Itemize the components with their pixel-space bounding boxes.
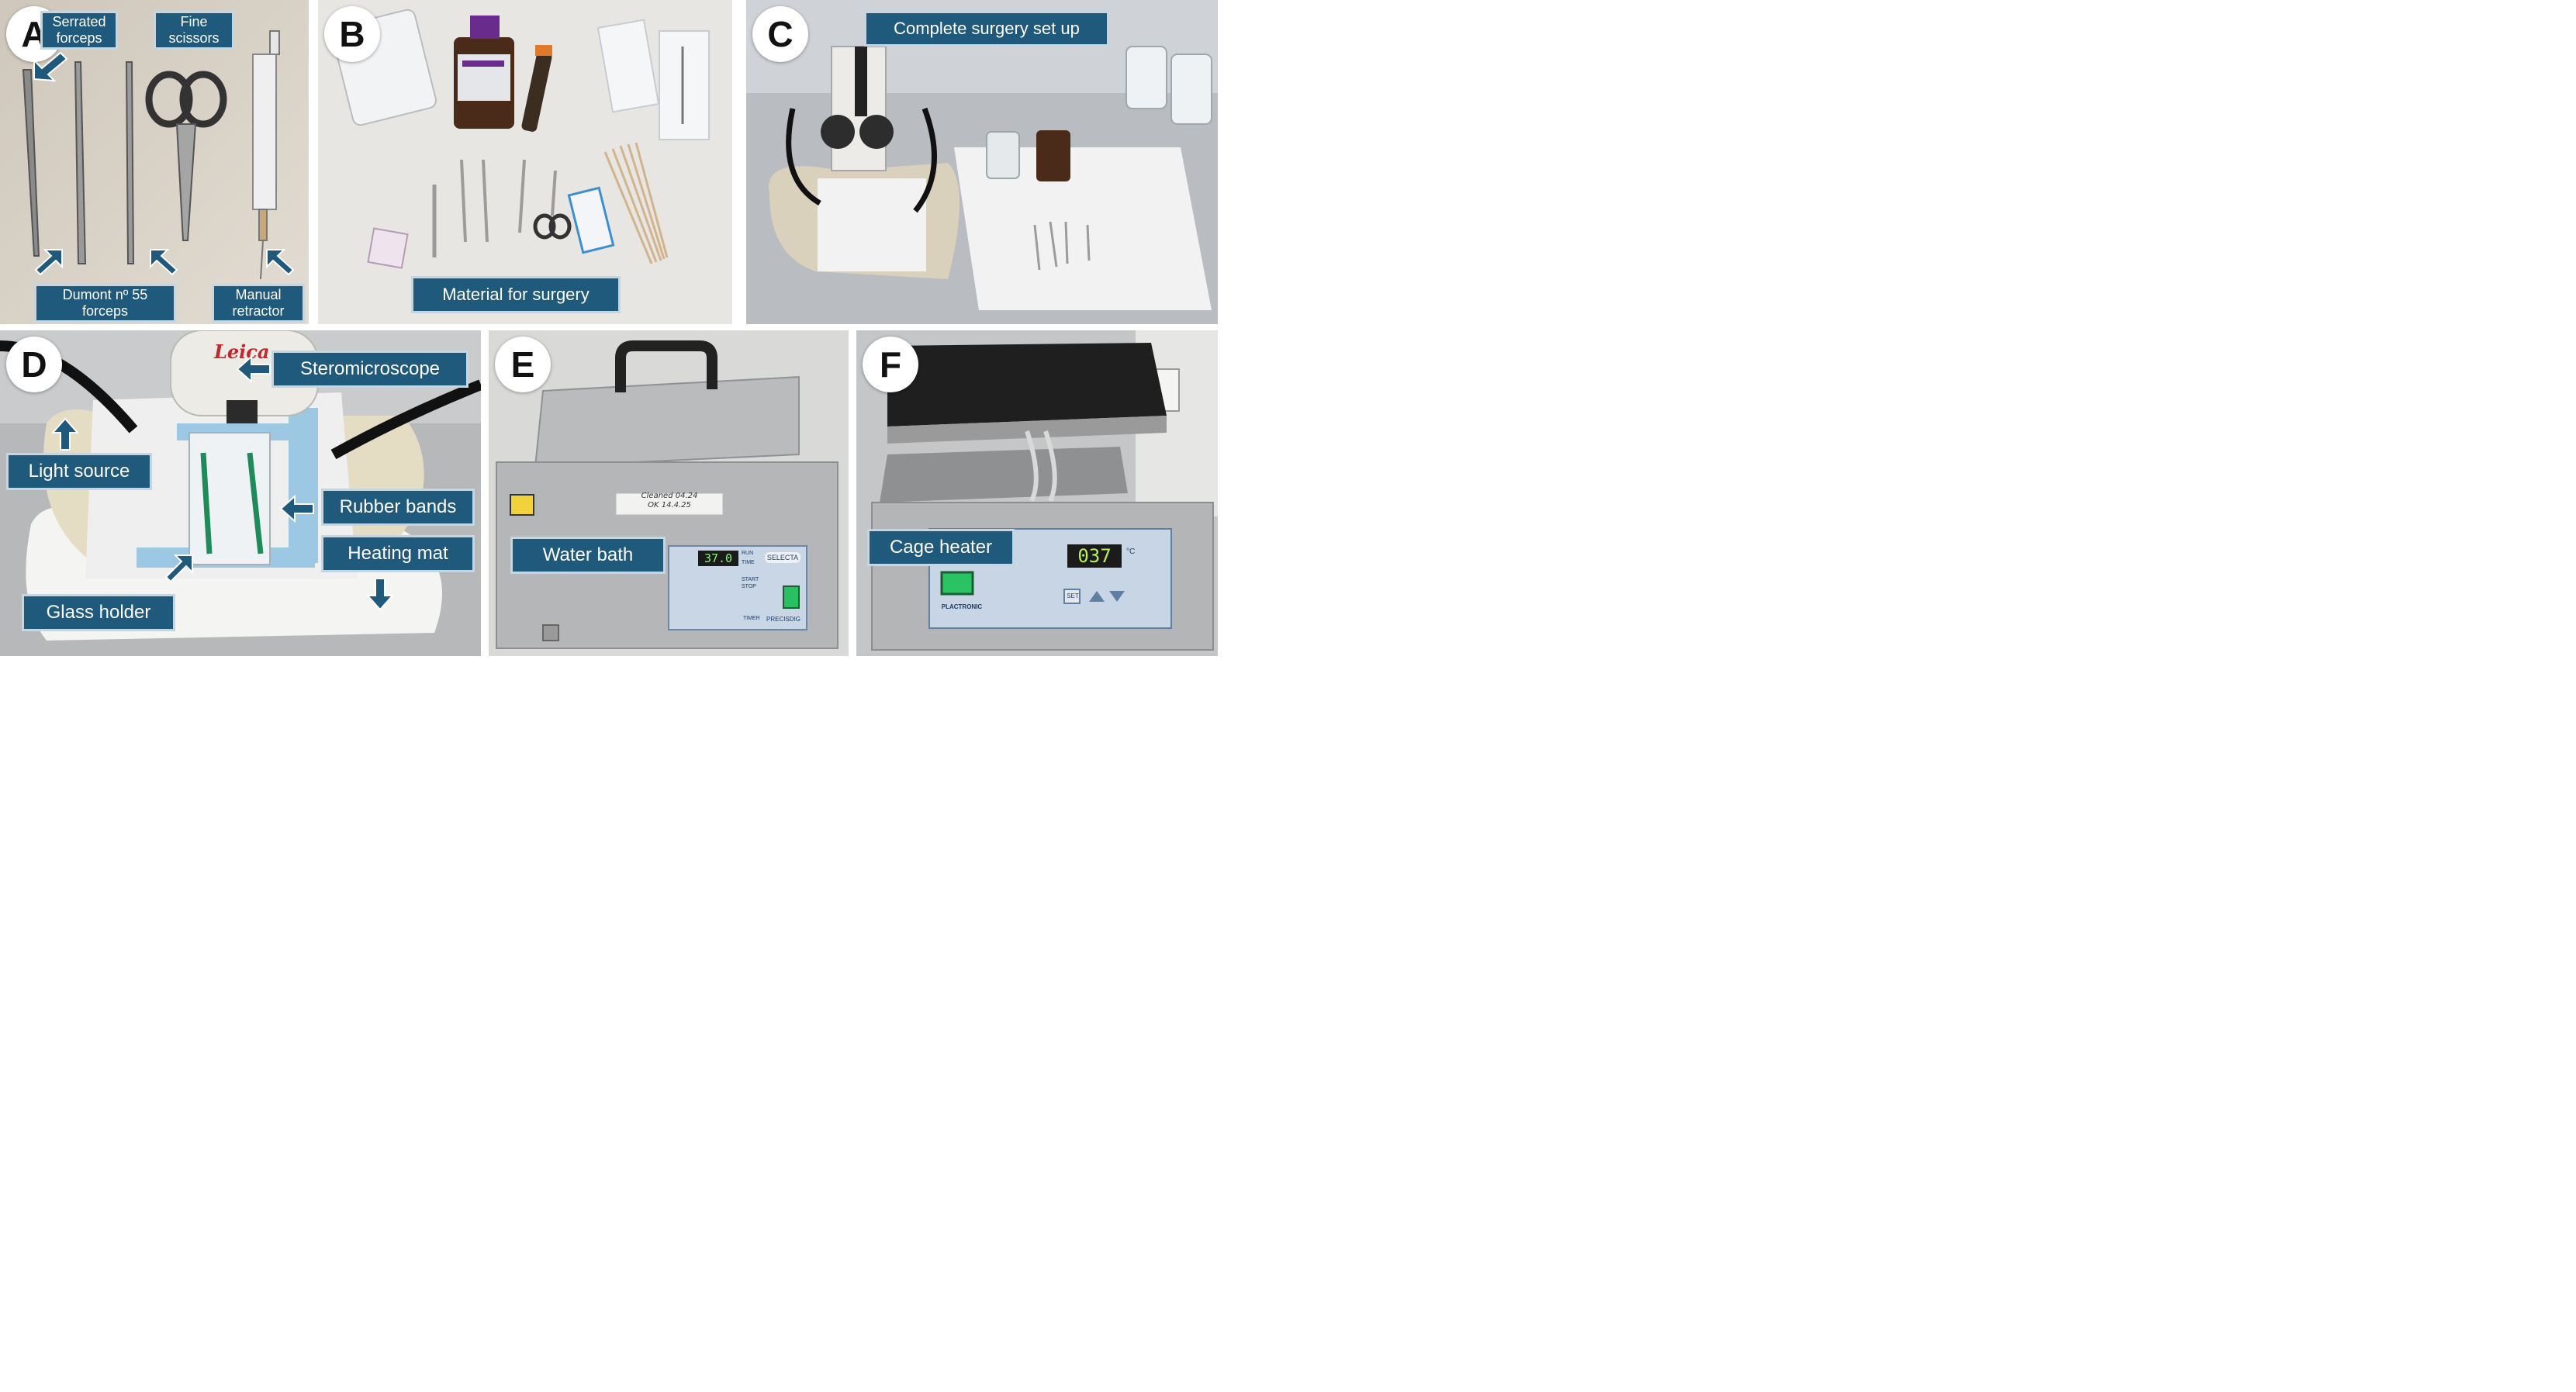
callout-dumont-forceps: Dumont nº 55 forceps xyxy=(34,284,176,323)
leica-logo: Leica xyxy=(213,340,269,363)
callout-fine-scissors: Fine scissors xyxy=(154,11,234,50)
water-bath-run: RUN xyxy=(742,551,754,556)
callout-cage-heater: Cage heater xyxy=(867,529,1015,566)
arrow-manual-retractor xyxy=(266,249,295,276)
water-bath-time: TIME xyxy=(742,560,755,565)
cage-heater-unit: °C xyxy=(1126,547,1136,556)
arrow-steromicroscope xyxy=(236,354,271,384)
callout-manual-retractor: Manual retractor xyxy=(212,284,305,323)
panel-c: C Complete surgery set up xyxy=(746,0,1218,324)
temperature-readout: 37.0 xyxy=(704,551,733,565)
panel-b-photo xyxy=(318,0,732,324)
arrow-dumont-1 xyxy=(34,249,63,276)
svg-text:Leica: Leica xyxy=(213,340,269,363)
tag-line-2: OK 14.4.25 xyxy=(648,501,691,509)
callout-rubber-bands: Rubber bands xyxy=(321,489,475,526)
cage-heater-display: 037 xyxy=(1067,544,1122,568)
panel-e: E Cleaned 04.24 OK 14.4.25 37.0 SELECTA … xyxy=(489,330,849,656)
callout-serrated-forceps: Serrated forceps xyxy=(40,11,118,50)
panel-a: A Serrated forceps Fine scissors Dumont … xyxy=(0,0,309,324)
panel-label-e: E xyxy=(495,337,551,392)
arrow-dumont-2 xyxy=(150,249,178,276)
callout-glass-holder: Glass holder xyxy=(22,594,175,631)
cage-heater-readout: 037 xyxy=(1077,545,1112,567)
water-bath-brand: SELECTA xyxy=(765,552,800,563)
panel-d: D Leica Steromicroscope Light source Rub… xyxy=(0,330,481,656)
panel-c-photo xyxy=(746,0,1218,324)
callout-light-source: Light source xyxy=(6,453,152,490)
callout-heating-mat: Heating mat xyxy=(321,535,475,572)
panel-b: B Material for surgery xyxy=(318,0,732,324)
water-bath-stop: STOP xyxy=(742,584,756,589)
arrow-heating-mat xyxy=(365,578,395,611)
water-bath-tag: Cleaned 04.24 OK 14.4.25 xyxy=(617,492,721,510)
callout-water-bath: Water bath xyxy=(510,537,666,574)
cage-heater-brand: PLACTRONIC xyxy=(941,603,983,610)
panel-label-c: C xyxy=(752,6,808,62)
callout-steromicroscope: Steromicroscope xyxy=(271,351,469,388)
water-bath-model: PRECISDIG xyxy=(766,616,801,623)
panel-label-b: B xyxy=(324,6,380,62)
panel-f: F 037 °C SET PLACTRONIC Cage heater xyxy=(856,330,1218,656)
tag-line-1: Cleaned 04.24 xyxy=(641,492,698,500)
arrow-rubber-bands xyxy=(279,494,314,523)
panel-d-photo xyxy=(0,330,481,656)
water-bath-timer: TIMER xyxy=(743,616,760,621)
panel-f-photo xyxy=(856,330,1218,656)
water-bath-start: START xyxy=(742,577,759,582)
arrow-light-source xyxy=(50,417,80,451)
callout-complete-surgery-setup: Complete surgery set up xyxy=(864,11,1109,47)
panel-label-f: F xyxy=(863,337,918,392)
callout-material-for-surgery: Material for surgery xyxy=(411,276,621,313)
panel-label-d: D xyxy=(6,337,62,392)
cage-heater-set: SET xyxy=(1067,592,1079,599)
water-bath-display: 37.0 xyxy=(698,551,738,566)
arrow-glass-holder xyxy=(164,554,193,583)
arrow-serrated-forceps xyxy=(33,51,68,82)
